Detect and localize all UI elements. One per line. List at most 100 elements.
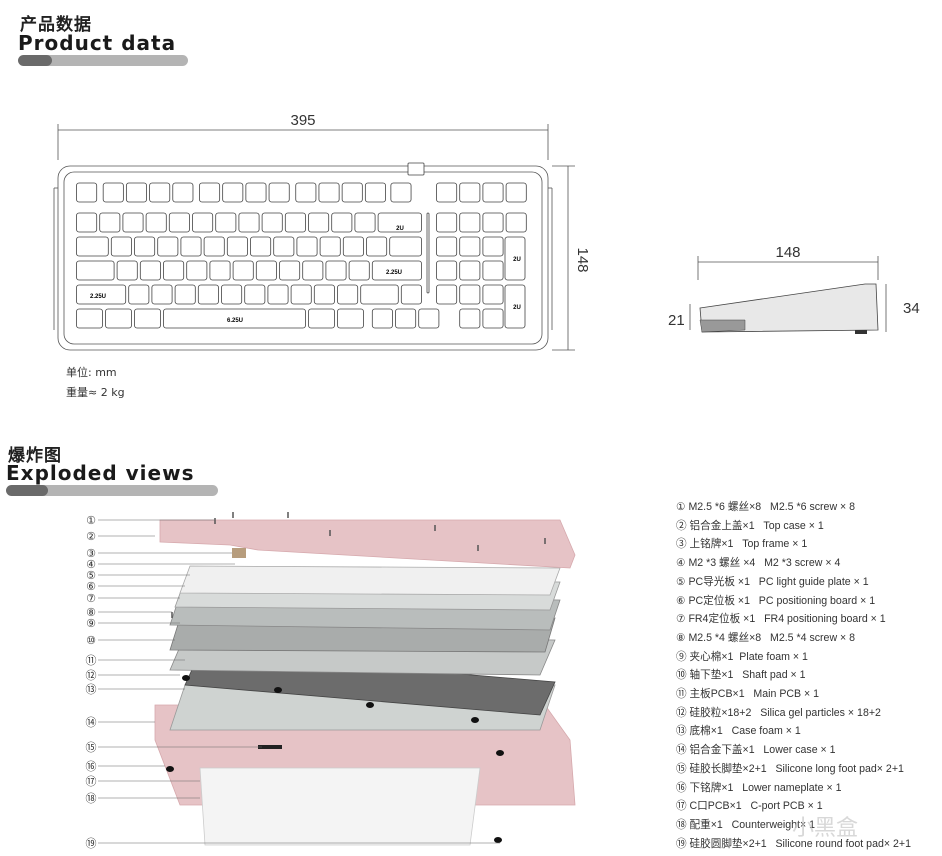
key-label-backspace: 2U <box>396 226 404 232</box>
part-item: ④ M2 *3 螺丝 ×4 M2 *3 screw × 4 <box>676 557 841 570</box>
key <box>436 260 458 281</box>
key <box>105 308 132 329</box>
key <box>341 182 363 203</box>
weight-note: 重量≈ 2 kg <box>66 386 125 399</box>
key <box>482 182 504 203</box>
key <box>318 182 340 203</box>
foot-pad <box>366 702 374 708</box>
key <box>125 182 147 203</box>
callout-number: ⑤ <box>86 570 96 582</box>
key <box>482 212 504 233</box>
key <box>308 212 330 233</box>
key <box>192 212 214 233</box>
key <box>482 308 504 329</box>
key <box>504 236 526 281</box>
exploded-section-title-cn: 爆炸图 <box>8 446 62 466</box>
part-item: ⑰ C口PCB×1 C-port PCB × 1 <box>676 800 823 813</box>
callout-number: ⑧ <box>86 607 96 619</box>
part-item: ⑥ PC定位板 ×1 PC positioning board × 1 <box>676 594 876 607</box>
bar-fill <box>6 485 49 496</box>
callout-number: ⑨ <box>86 618 96 630</box>
key <box>102 182 124 203</box>
key <box>459 284 481 305</box>
key-label-lshift: 2.25U <box>90 294 106 300</box>
key <box>505 182 527 203</box>
width-value: 395 <box>290 112 315 129</box>
key <box>313 284 335 305</box>
key <box>459 212 481 233</box>
key <box>250 236 272 257</box>
callout-number: ⑯ <box>86 760 97 773</box>
exploded-section-bar <box>6 485 218 496</box>
key <box>364 182 386 203</box>
key <box>215 212 237 233</box>
key <box>482 284 504 305</box>
callout-number: ⑰ <box>86 775 97 788</box>
callout-number: ⑬ <box>86 683 97 696</box>
part-item: ⑱ 配重×1 Counterweight× 1 <box>676 818 815 831</box>
part-item: ⑫ 硅胶粒×18+2 Silica gel particles × 18+2 <box>676 706 881 719</box>
keyboard-side-view: 148 21 34 <box>668 244 920 334</box>
part-item: ② 铝合金上盖×1 Top case × 1 <box>676 519 824 532</box>
callout-number: ③ <box>86 548 96 560</box>
key <box>268 182 290 203</box>
side-depth-value: 148 <box>775 244 800 261</box>
lower-nameplate <box>258 745 282 749</box>
keyboard-frame <box>57 165 549 351</box>
key <box>122 212 144 233</box>
key <box>76 212 98 233</box>
key <box>149 182 171 203</box>
key-label-space: 6.25U <box>227 318 243 324</box>
top-frame <box>232 548 246 558</box>
key <box>76 284 127 305</box>
key <box>199 182 221 203</box>
callout-number: ⑱ <box>86 792 97 805</box>
key <box>360 284 399 305</box>
key <box>226 236 248 257</box>
key <box>244 284 266 305</box>
key <box>308 308 335 329</box>
part-item: ① M2.5 *6 螺丝×8 M2.5 *6 screw × 8 <box>676 501 856 513</box>
product-section-title-en: Product data <box>18 31 177 55</box>
key <box>366 236 388 257</box>
key <box>337 308 364 329</box>
key <box>261 212 283 233</box>
key <box>245 182 267 203</box>
bar-fill <box>18 55 52 66</box>
key <box>325 260 347 281</box>
key <box>197 284 219 305</box>
part-item: ⑨ 夹心棉×1 Plate foam × 1 <box>676 650 808 663</box>
key <box>99 212 121 233</box>
key <box>371 260 422 281</box>
exploded-section-title-en: Exploded views <box>6 461 195 485</box>
foot-pad <box>166 766 174 772</box>
key <box>371 308 393 329</box>
key <box>163 308 306 329</box>
callout-number: ④ <box>86 559 96 571</box>
parts-list: ① M2.5 *6 螺丝×8 M2.5 *6 screw × 8 ② 铝合金上盖×… <box>676 498 911 853</box>
key <box>267 284 289 305</box>
key <box>436 212 458 233</box>
part-item: ⑬ 底棉×1 Case foam × 1 <box>676 725 801 738</box>
top-case <box>159 519 576 569</box>
key <box>163 260 185 281</box>
key <box>284 212 306 233</box>
product-section-bar <box>18 55 188 66</box>
callout-number: ⑫ <box>86 669 97 682</box>
callout-number: ⑮ <box>86 741 97 754</box>
keyboard-top-view: 395 148 2U 2.25U 2.25U 6.25U 2U 2U <box>53 112 591 351</box>
key <box>134 308 161 329</box>
key <box>273 236 295 257</box>
key <box>319 236 341 257</box>
key <box>139 260 161 281</box>
key <box>134 236 156 257</box>
key <box>436 182 458 203</box>
depth-value: 148 <box>574 247 591 272</box>
key <box>337 284 359 305</box>
key <box>390 182 412 203</box>
key <box>505 212 527 233</box>
key <box>180 236 202 257</box>
key <box>504 284 526 329</box>
key <box>168 212 190 233</box>
